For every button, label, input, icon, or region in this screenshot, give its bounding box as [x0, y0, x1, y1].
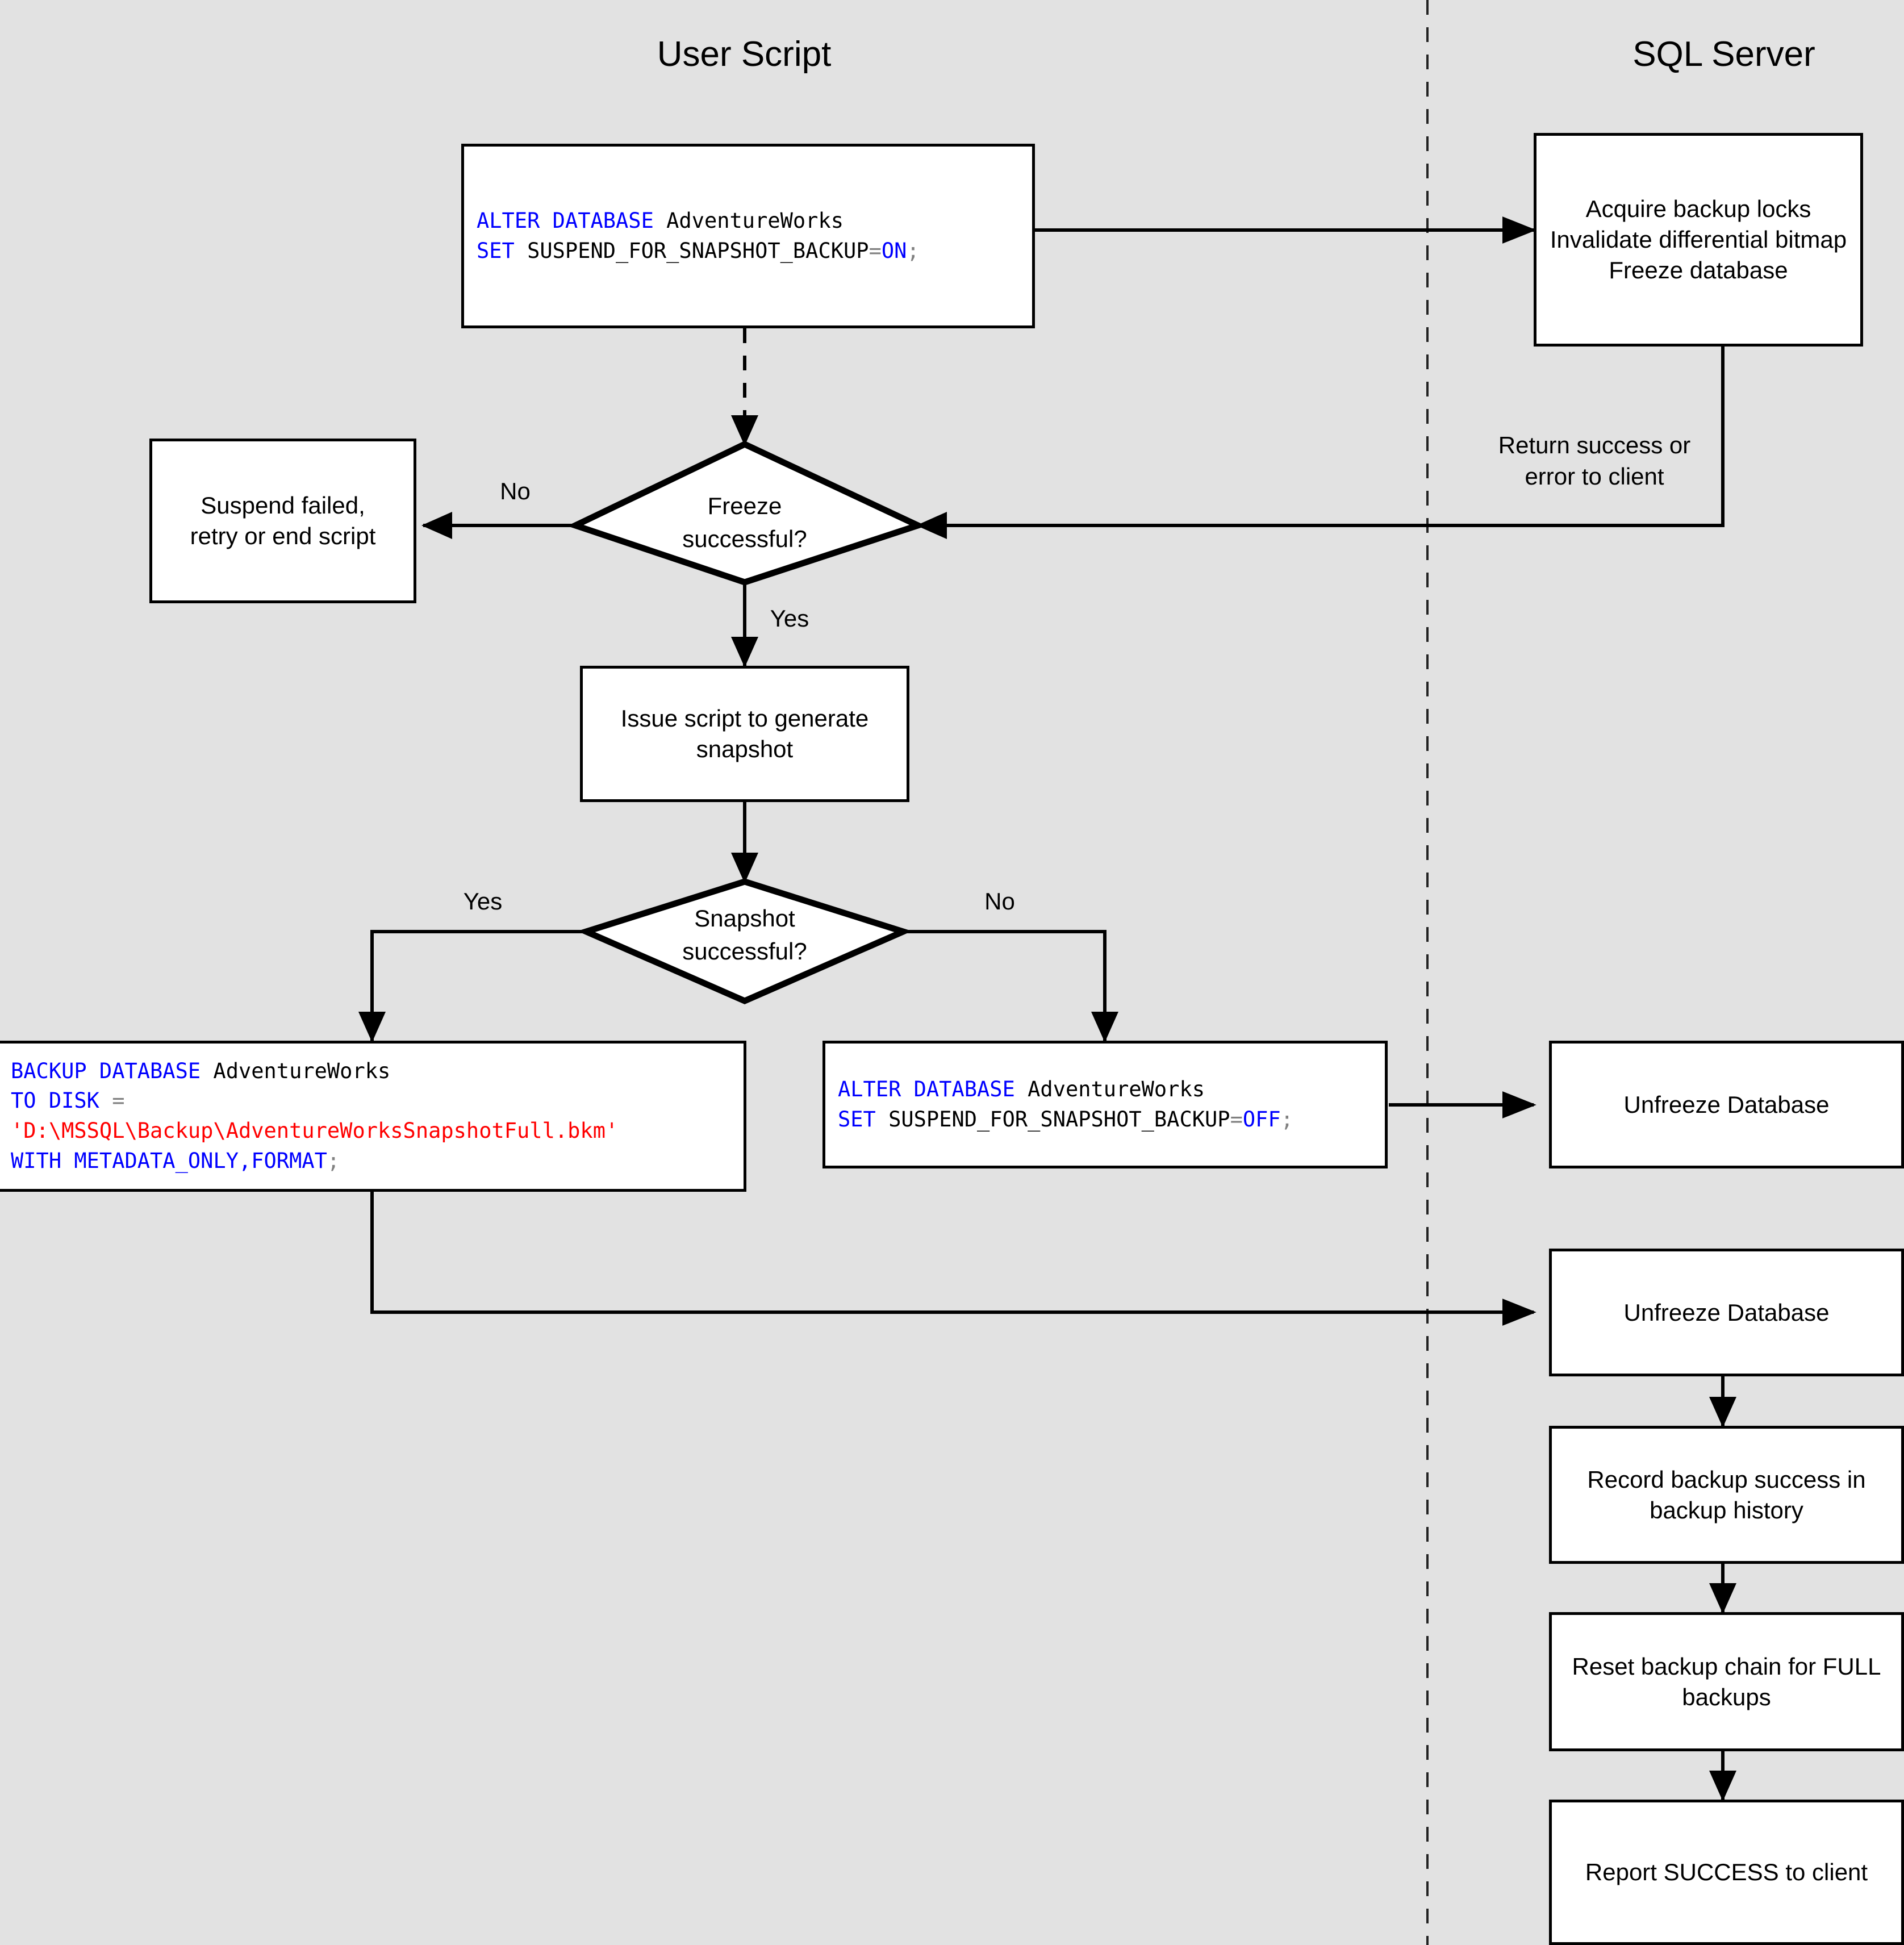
node-issue-script-generate-snapshot[interactable]: Issue script to generate snapshot — [580, 666, 909, 802]
sql-keyword: SET — [838, 1107, 889, 1132]
edge-snapshot-yes — [358, 930, 586, 1042]
sql-keyword: SET — [477, 238, 528, 263]
decision-snapshot-successful[interactable]: Snapshot successful? — [631, 902, 858, 968]
edge-label-text: Return success or error to client — [1498, 432, 1691, 490]
node-alter-database-suspend-on[interactable]: ALTER DATABASE AdventureWorks SET SUSPEN… — [461, 144, 1035, 328]
node-label: Report SUCCESS to client — [1585, 1859, 1868, 1886]
swimlane-title-sql-server: SQL Server — [1632, 35, 1815, 74]
sql-keyword: TO DISK — [11, 1088, 112, 1113]
decision-label-line1: Snapshot — [694, 905, 795, 932]
decision-freeze-successful[interactable]: Freeze successful? — [631, 490, 858, 556]
edge-label-snapshot-yes: Yes — [463, 888, 503, 915]
decision-label-line1: Freeze — [707, 492, 782, 519]
edge-label-snapshot-no: No — [984, 888, 1015, 915]
swimlane-title-user-script: User Script — [657, 35, 832, 74]
decision-label-line2: successful? — [682, 525, 807, 552]
sql-operator: = — [869, 238, 882, 263]
sql-semicolon: ; — [1280, 1107, 1293, 1132]
sql-option: SUSPEND_FOR_SNAPSHOT_BACKUP — [527, 238, 869, 263]
edge-label-freeze-yes: Yes — [770, 605, 809, 632]
sql-alter-on-code: ALTER DATABASE AdventureWorks SET SUSPEN… — [464, 206, 932, 266]
sql-keyword: BACKUP DATABASE — [11, 1058, 214, 1083]
edge-backup-to-unfreeze — [370, 1192, 1536, 1326]
sql-value: ON — [881, 238, 907, 263]
sql-identifier: AdventureWorks — [666, 208, 844, 233]
node-label: Unfreeze Database — [1623, 1091, 1830, 1118]
sql-keyword: WITH METADATA_ONLY,FORMAT — [11, 1148, 327, 1173]
node-label: Reset backup chain for FULL backups — [1572, 1652, 1881, 1710]
node-report-success-to-client[interactable]: Report SUCCESS to client — [1549, 1800, 1904, 1945]
node-label: Suspend failed, retry or end script — [190, 492, 376, 549]
node-acquire-backup-locks[interactable]: Acquire backup locks Invalidate differen… — [1534, 133, 1863, 347]
edge-label-return-to-client: Return success or error to client — [1472, 430, 1717, 492]
node-unfreeze-database-bottom[interactable]: Unfreeze Database — [1549, 1249, 1904, 1376]
node-reset-backup-chain[interactable]: Reset backup chain for FULL backups — [1549, 1612, 1904, 1751]
edge-label-freeze-no: No — [500, 478, 531, 504]
node-label: Record backup success in backup history — [1587, 1466, 1866, 1524]
sql-alter-off-code: ALTER DATABASE AdventureWorks SET SUSPEN… — [825, 1075, 1306, 1134]
node-backup-database[interactable]: BACKUP DATABASE AdventureWorks TO DISK =… — [0, 1041, 746, 1192]
sql-keyword: ALTER DATABASE — [838, 1076, 1028, 1101]
sql-operator: = — [1230, 1107, 1243, 1132]
sql-value: OFF — [1242, 1107, 1281, 1132]
sql-identifier: AdventureWorks — [213, 1058, 391, 1083]
node-label: Issue script to generate snapshot — [620, 705, 869, 762]
decision-label-line2: successful? — [682, 937, 807, 965]
node-alter-database-suspend-off[interactable]: ALTER DATABASE AdventureWorks SET SUSPEN… — [822, 1041, 1388, 1168]
sql-semicolon: ; — [327, 1148, 340, 1173]
node-unfreeze-database-top[interactable]: Unfreeze Database — [1549, 1041, 1904, 1168]
sql-option: SUSPEND_FOR_SNAPSHOT_BACKUP — [888, 1107, 1230, 1132]
node-label: Acquire backup locks Invalidate differen… — [1550, 195, 1847, 283]
sql-string-literal: 'D:\MSSQL\Backup\AdventureWorksSnapshotF… — [11, 1118, 619, 1143]
node-suspend-failed[interactable]: Suspend failed, retry or end script — [149, 439, 416, 603]
node-record-backup-success[interactable]: Record backup success in backup history — [1549, 1426, 1904, 1564]
sql-keyword: ALTER DATABASE — [477, 208, 667, 233]
sql-operator: = — [112, 1088, 125, 1113]
sql-identifier: AdventureWorks — [1028, 1076, 1205, 1101]
sql-backup-code: BACKUP DATABASE AdventureWorks TO DISK =… — [0, 1057, 631, 1176]
node-label: Unfreeze Database — [1623, 1299, 1830, 1326]
edge-snapshot-no — [903, 930, 1118, 1042]
sql-semicolon: ; — [907, 238, 920, 263]
